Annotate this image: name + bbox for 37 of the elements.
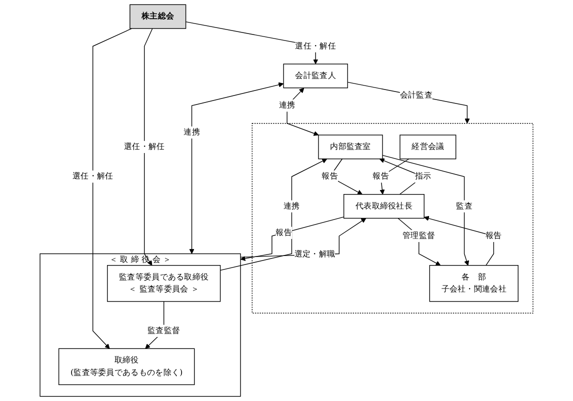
edge-label: 選任・解任 bbox=[124, 142, 165, 152]
arrow bbox=[189, 82, 284, 254]
node-box: 取締役 (監査等委員であるものを除く) bbox=[58, 348, 195, 386]
arrow bbox=[382, 154, 470, 266]
node-box: 各 部 子会社・関連会社 bbox=[429, 265, 518, 302]
edge-label: 選任・解任 bbox=[72, 172, 114, 182]
edge-label: 連携 bbox=[284, 201, 300, 211]
edge-label: 連携 bbox=[278, 100, 296, 110]
edge-label: 管理監督 bbox=[402, 231, 436, 240]
node-box: 内部監査室 bbox=[318, 134, 383, 160]
edge-label: 選定・解職 bbox=[294, 250, 336, 259]
arrow bbox=[286, 88, 319, 136]
edge-label: 監査 bbox=[456, 201, 472, 211]
edge-label: 会計監査 bbox=[400, 90, 432, 100]
arrow bbox=[424, 216, 494, 266]
edge-label: 監査監督 bbox=[148, 326, 180, 336]
edge-label: 報告 bbox=[322, 172, 338, 182]
node-box: 株主総会 bbox=[130, 4, 186, 29]
arrow bbox=[220, 158, 328, 271]
arrow bbox=[144, 28, 153, 266]
arrow bbox=[398, 218, 441, 266]
arrow bbox=[92, 28, 132, 349]
node-box: 監査等委員である取締役 ＜ 監査等委員会 ＞ bbox=[107, 265, 221, 302]
node-box: 代表取締役社長 bbox=[343, 194, 424, 219]
cluster bbox=[252, 123, 534, 314]
node-box: 会計監査人 bbox=[283, 64, 348, 88]
arrow bbox=[240, 218, 366, 258]
arrow bbox=[347, 82, 470, 124]
edge-label: 選任・解任 bbox=[295, 41, 336, 51]
edge-label: 報告 bbox=[276, 228, 292, 238]
node-box: 経営会議 bbox=[400, 134, 456, 160]
edge-label: 指示 bbox=[414, 172, 432, 182]
edge-label: 報告 bbox=[372, 172, 389, 182]
edge-label: 報告 bbox=[486, 231, 502, 240]
arrow bbox=[380, 158, 410, 195]
arrow bbox=[240, 216, 344, 262]
edge-label: 連携 bbox=[184, 128, 200, 137]
